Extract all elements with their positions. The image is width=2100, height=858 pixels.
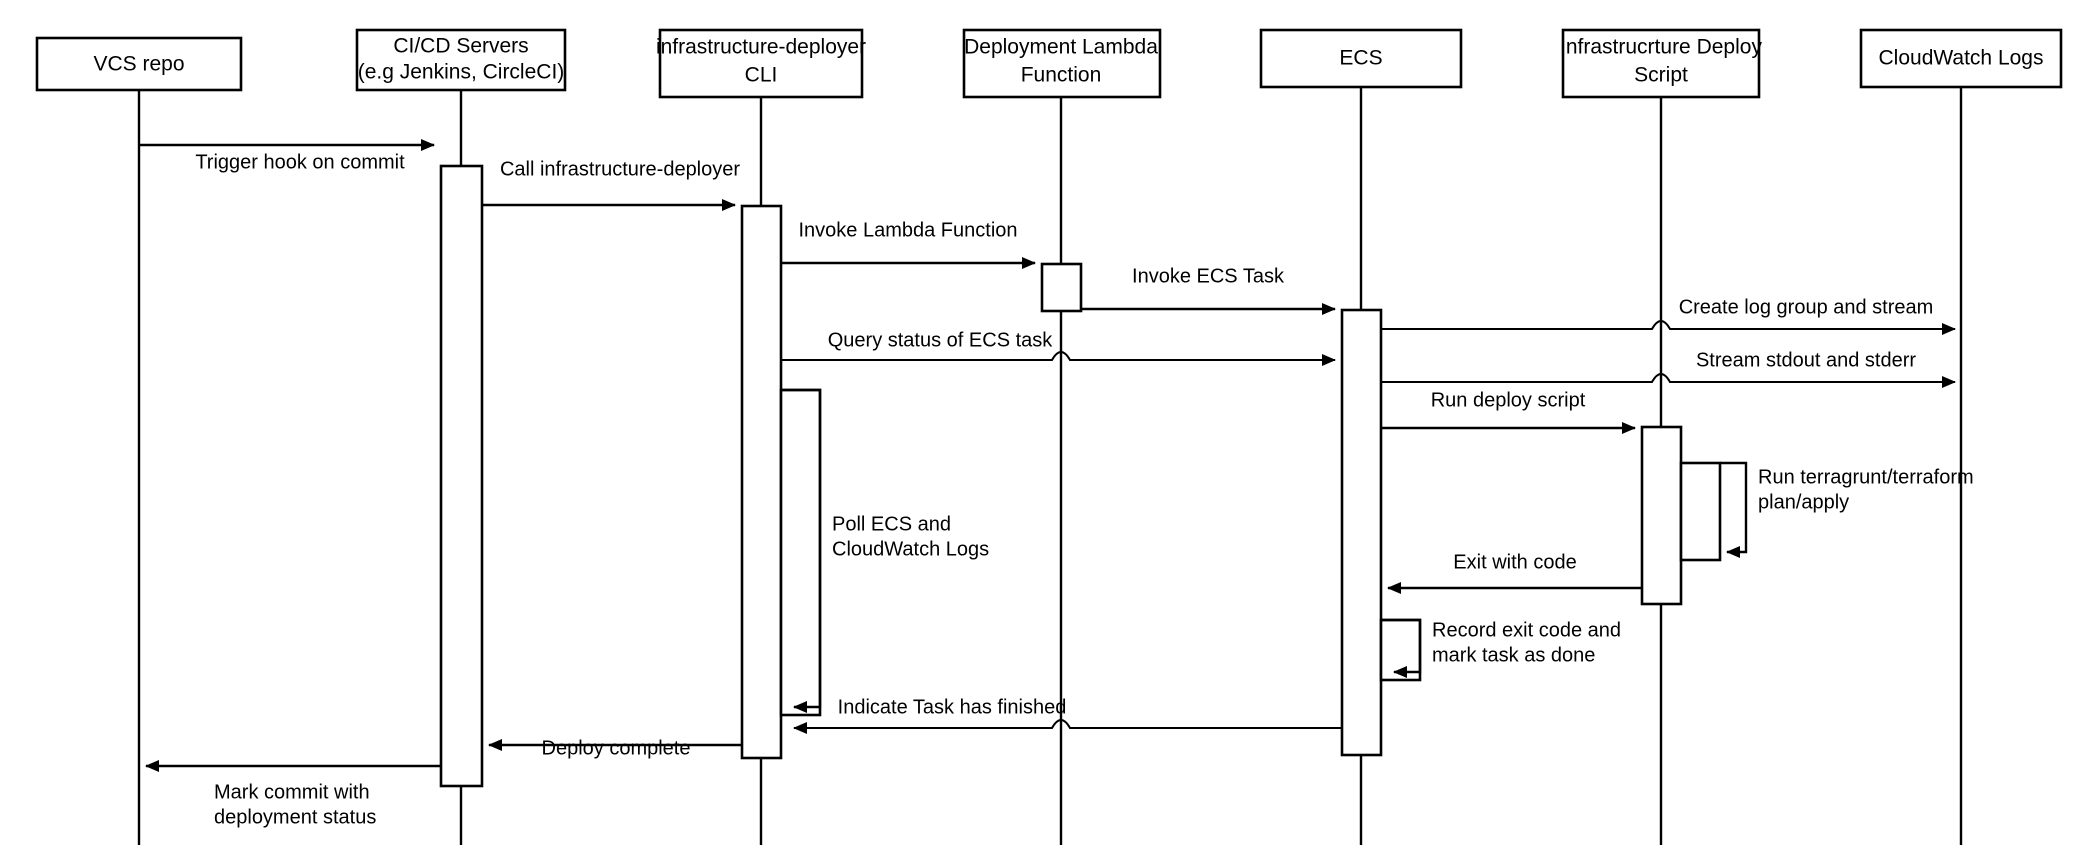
message-stream-stdout-and-stderr[interactable]: Stream stdout and stderr [1381, 349, 1956, 388]
participant-vcs-label: VCS repo [93, 53, 184, 76]
activation-ecs [1340, 308, 1383, 757]
message-label: Invoke Lambda Function [798, 219, 1017, 241]
message-label-line1: Mark commit with [214, 781, 370, 803]
message-query-status-of-ecs-task[interactable]: Query status of ECS task [781, 329, 1336, 366]
participant-lambda-box [962, 28, 1162, 99]
message-label-line2: plan/apply [1758, 491, 1849, 513]
participant-lambda[interactable]: Deployment Lambda Function [962, 28, 1162, 99]
message-trigger-hook-on-commit[interactable]: Trigger hook on commit [139, 139, 435, 173]
activation-cicd [439, 164, 484, 788]
message-label: Trigger hook on commit [195, 151, 405, 173]
message-self-loop-line [781, 388, 822, 713]
message-run-deploy-script[interactable]: Run deploy script [1381, 389, 1636, 434]
message-label: Run deploy script [1431, 389, 1586, 411]
message-arrow-line [793, 719, 1342, 734]
activation-cli-nested [779, 388, 822, 717]
activation-lambda [1040, 262, 1083, 313]
participant-cicd-label-line1: CI/CD Servers [393, 35, 528, 58]
participant-vcs-box [35, 36, 243, 92]
message-mark-commit-with-deployment-status[interactable]: Mark commit with deployment status [145, 760, 441, 828]
message-self-loop-line [1381, 618, 1422, 678]
message-arrow-line [1381, 320, 1956, 335]
participant-deploy-box [1561, 28, 1761, 99]
participant-deploy[interactable]: Infrastrucrture Deploy Script [1560, 28, 1762, 99]
activation-cli [740, 204, 783, 760]
participant-cicd[interactable]: CI/CD Servers (e.g Jenkins, CircleCI) [355, 28, 567, 92]
message-deploy-complete[interactable]: Deploy complete [488, 737, 742, 759]
message-invoke-ecs-task[interactable]: Invoke ECS Task [1081, 265, 1336, 315]
message-label: Stream stdout and stderr [1696, 349, 1916, 371]
participant-cwlogs[interactable]: CloudWatch Logs [1859, 28, 2063, 89]
activation-deploy-nested [1679, 461, 1722, 562]
participant-cicd-label-line2: (e.g Jenkins, CircleCI) [358, 61, 565, 84]
message-call-infrastructure-deployer[interactable]: Call infrastructure-deployer [482, 158, 740, 211]
message-arrow-line [781, 351, 1336, 366]
participant-cicd-box [355, 28, 567, 92]
message-label-line2: CloudWatch Logs [832, 538, 989, 560]
participant-deploy-label-line2: Script [1634, 64, 1688, 87]
participant-lambda-label-line2: Function [1021, 64, 1102, 87]
message-label: Create log group and stream [1679, 296, 1934, 318]
message-label: Invoke ECS Task [1132, 265, 1285, 287]
participant-ecs-label: ECS [1339, 47, 1382, 70]
participant-cli-label-line2: CLI [745, 64, 778, 87]
participant-deploy-label-line1: Infrastrucrture Deploy [1560, 36, 1762, 59]
participant-cwlogs-label: CloudWatch Logs [1879, 47, 2044, 70]
participant-vcs[interactable]: VCS repo [35, 36, 243, 92]
message-exit-with-code[interactable]: Exit with code [1387, 551, 1642, 594]
message-invoke-lambda-function[interactable]: Invoke Lambda Function [781, 219, 1036, 269]
message-label: Exit with code [1453, 551, 1576, 573]
message-label-line1: Record exit code and [1432, 619, 1621, 641]
message-run-terragrunt-terraform-self[interactable]: Run terragrunt/terraform plan/apply [1720, 461, 1974, 558]
message-label: Indicate Task has finished [838, 696, 1067, 718]
message-indicate-task-has-finished[interactable]: Indicate Task has finished [793, 696, 1342, 734]
participant-ecs-box [1259, 28, 1463, 89]
participant-cli[interactable]: infrastructure-deployer CLI [656, 28, 866, 99]
participant-cli-label-line1: infrastructure-deployer [656, 36, 866, 59]
participant-cwlogs-box [1859, 28, 2063, 89]
message-label-line1: Run terragrunt/terraform [1758, 466, 1974, 488]
message-label: Query status of ECS task [828, 329, 1054, 351]
activation-bars [439, 164, 1722, 788]
message-self-loop-line [1720, 461, 1748, 558]
message-label-line2: mark task as done [1432, 644, 1595, 666]
message-poll-ecs-and-cloudwatch-logs-self[interactable]: Poll ECS and CloudWatch Logs [781, 388, 989, 713]
message-arrow-line [1381, 373, 1956, 388]
activation-deploy [1640, 425, 1683, 606]
participant-headers: VCS repo CI/CD Servers (e.g Jenkins, Cir… [35, 28, 2063, 99]
message-label-line1: Poll ECS and [832, 513, 951, 535]
message-create-log-group-and-stream[interactable]: Create log group and stream [1381, 296, 1956, 335]
message-label: Call infrastructure-deployer [500, 158, 740, 180]
message-record-exit-code-self[interactable]: Record exit code and mark task as done [1381, 618, 1621, 678]
message-label: Deploy complete [542, 737, 691, 759]
participant-ecs[interactable]: ECS [1259, 28, 1463, 89]
participant-cli-box [658, 28, 864, 99]
message-label-line2: deployment status [214, 806, 376, 828]
participant-lambda-label-line1: Deployment Lambda [964, 36, 1158, 59]
